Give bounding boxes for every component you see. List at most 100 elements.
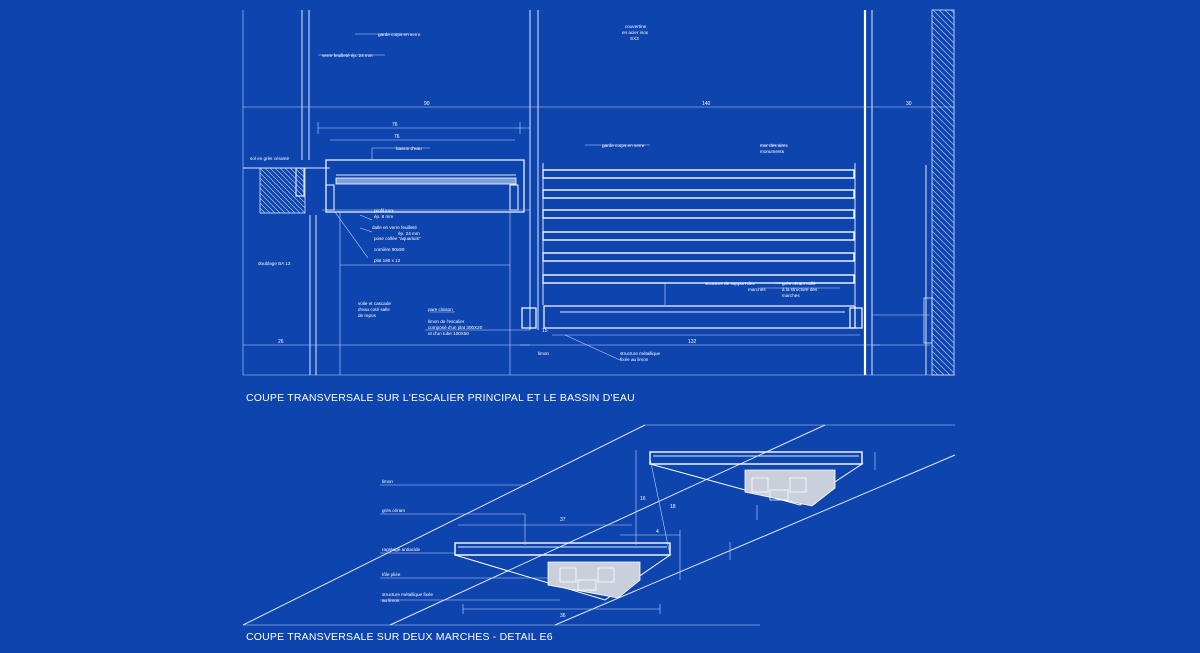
lower-step [454, 542, 672, 614]
hatch-line [931, 302, 955, 326]
label-structure-support-2: marches [748, 287, 766, 292]
hatch-line [931, 260, 955, 284]
glass-railing-bars [542, 163, 856, 305]
right-wall-column [863, 10, 873, 375]
hatch-line [931, 200, 955, 224]
hatch-line [931, 86, 955, 110]
hatch-line [931, 272, 955, 296]
label-dalle: dalle en verre feuilleté [372, 225, 417, 230]
hatch-line [932, 9, 955, 32]
hatch-line [259, 172, 301, 214]
labels-section-1: garde corps en verre verre feuilleté ép.… [250, 24, 818, 362]
label-ragreage: ragréage antiacide [382, 547, 420, 552]
label-mur-2: monuments [760, 149, 785, 154]
label-dalle-3: pose collée "aquarium" [374, 236, 421, 241]
hatch-line [950, 9, 955, 14]
hatch-line [931, 182, 955, 206]
hatch-line [259, 192, 281, 214]
label-structure-metal: structure métallique [620, 351, 661, 356]
hatch-line [289, 167, 306, 184]
hatch-line [931, 104, 955, 128]
left-floor-slab [243, 167, 330, 214]
hatch-line [931, 110, 955, 134]
hatch-line [274, 167, 306, 199]
label-limon-2: composé d'un plat 300X20 [428, 325, 483, 330]
label-limon-3: et d'un tube 100X50 [428, 331, 469, 336]
hatch-line [931, 248, 955, 272]
label-sol-gres: sol en grès céramé [250, 156, 290, 161]
hatch-line [931, 14, 955, 38]
section-detail-e6: 37 36 4 16 18 limon grès céram ragréage … [242, 424, 956, 643]
label-profil-2: ép. 8 mm [374, 214, 393, 219]
hatch-line [931, 134, 955, 158]
hatch-line [931, 176, 955, 200]
hatch-line [279, 167, 306, 194]
hatch-line [931, 242, 955, 266]
hatch-line [931, 194, 955, 218]
hatch-line [931, 296, 955, 320]
hatch-line [931, 26, 955, 50]
hatch-line [259, 187, 286, 214]
label-limon: limon de l'escalier [428, 319, 465, 324]
hatch-line [944, 9, 955, 20]
hatch-line [931, 278, 955, 302]
dim-26: 26 [278, 339, 284, 345]
dim-15: 15 [542, 328, 548, 334]
hatch-line [294, 167, 306, 179]
hatch-line [931, 170, 955, 194]
hatch-line [931, 236, 955, 260]
label-dalle-2: ép. 24 mm [398, 231, 420, 236]
hatch-line [931, 56, 955, 80]
label-voile-3: de repos [358, 313, 377, 318]
label-couvertine: couvertine [625, 24, 647, 29]
hatch-line [931, 98, 955, 122]
label-pare-cloison: pare cloison [428, 307, 453, 312]
label-limon-detail: limon [382, 479, 393, 484]
upper-step [649, 451, 876, 507]
hatch-line [931, 212, 955, 236]
hatch-line [931, 218, 955, 242]
hatch-line [931, 20, 955, 44]
dim-18: 18 [670, 504, 676, 510]
hatch-line [931, 332, 955, 356]
label-couvertine-2: en acier inox [622, 30, 649, 35]
label-gres-marches: grès céram collé [782, 281, 816, 286]
dim-140: 140 [702, 101, 711, 107]
label-structure-metal-2: fixée au limon [620, 357, 649, 362]
hatch-line [259, 197, 276, 214]
hatch-line [931, 224, 955, 248]
hatch-line [931, 38, 955, 62]
label-structure-detail-2: au limon [382, 598, 400, 603]
label-gres-detail: grès céram [382, 508, 405, 513]
label-structure-detail: structure métallique fixée [382, 592, 434, 597]
section-1-title: COUPE TRANSVERSALE SUR L'ESCALIER PRINCI… [246, 392, 635, 404]
hatch-line [931, 338, 955, 362]
label-profil: profil inox [374, 208, 394, 213]
label-gres-marches-2: à la structure des [782, 287, 818, 292]
glass-railing-left [301, 10, 310, 160]
label-verre-feuillete: verre feuilleté ép. 24 mm [322, 53, 373, 58]
hatch-line [284, 167, 306, 189]
hatch-line [931, 368, 939, 376]
stair-structure [520, 305, 880, 346]
hatch-line [269, 167, 306, 204]
glass-railing-center [529, 10, 539, 330]
hatch-line [931, 116, 955, 140]
hatch-line [931, 128, 955, 152]
label-structure-support: structure de support des [705, 281, 755, 286]
hatch-line [931, 320, 955, 344]
hatch-line [931, 284, 955, 308]
hatch-line [931, 314, 955, 338]
hatch-line [931, 254, 955, 278]
hatch-line [931, 146, 955, 170]
label-doublage: doublage BA 13 [258, 261, 291, 266]
dim-132: 132 [688, 339, 697, 345]
dim-76-b: 76 [394, 134, 400, 140]
labels-section-2: limon grès céram ragréage antiacide tôle… [382, 479, 434, 603]
hatch-line [931, 350, 955, 374]
label-garde-corps-top: garde corps en verre [378, 32, 421, 37]
label-voile-2: d'eau coté salle [358, 307, 390, 312]
hatch-line [259, 182, 291, 214]
hatch-line [259, 207, 266, 214]
